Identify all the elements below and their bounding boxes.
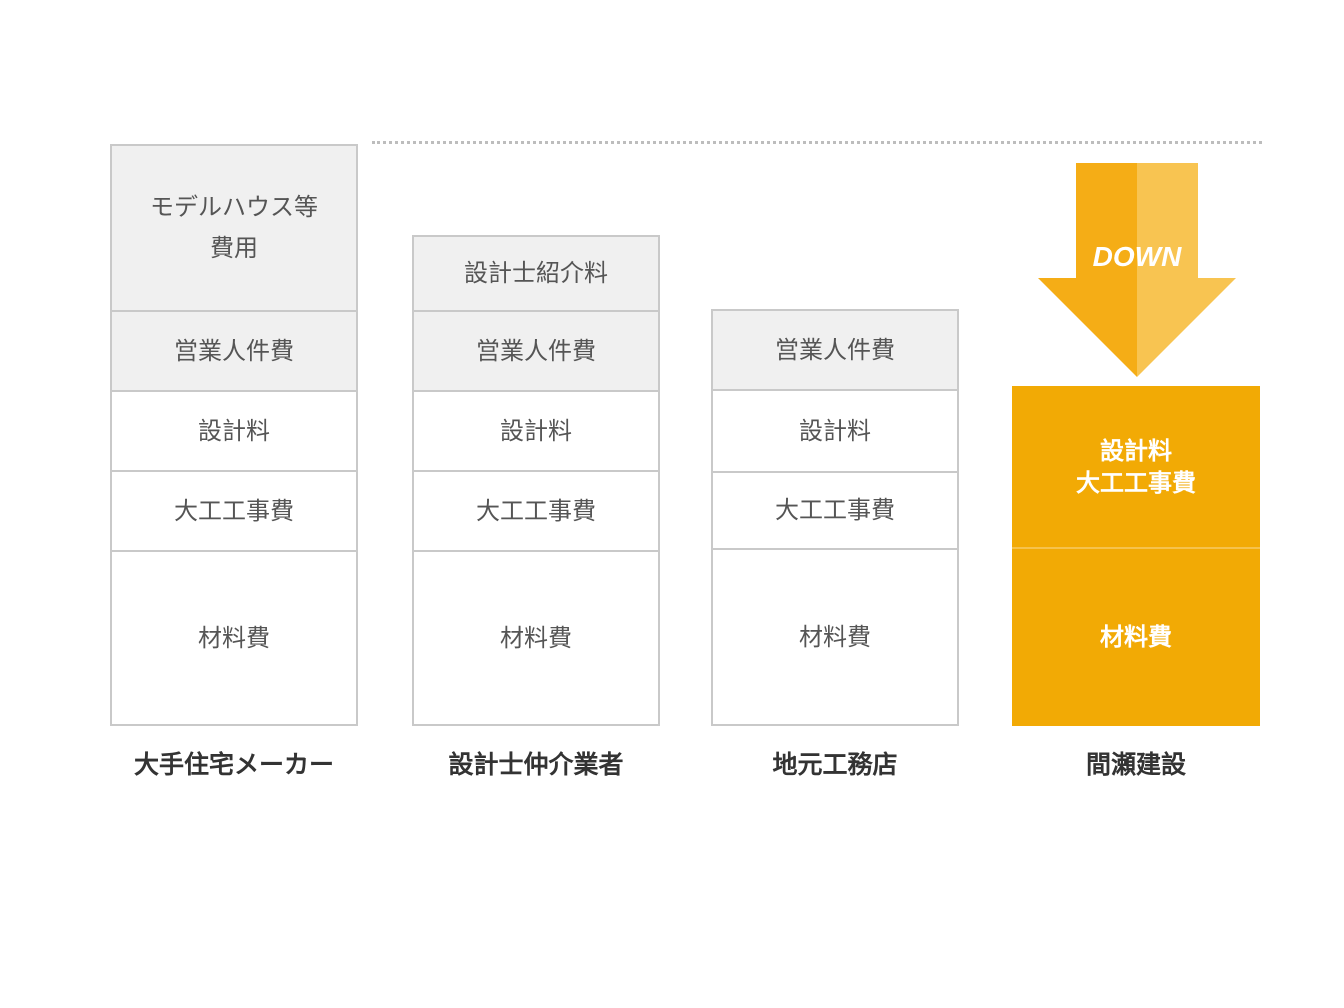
segment-design-and-carpentry: 設計料 大工工事費	[1012, 386, 1260, 548]
segment-carpentry-cost: 大工工事費	[412, 470, 660, 552]
segment-design-fee: 設計料	[711, 389, 959, 473]
segment-label: 営業人件費	[476, 336, 596, 365]
segment-label: 材料費	[500, 623, 572, 652]
segment-label: 設計士紹介料	[464, 259, 608, 288]
segment-sales-personnel-cost: 営業人件費	[711, 309, 959, 391]
down-arrow-icon: DOWN	[1038, 163, 1236, 377]
segment-divider	[1012, 547, 1260, 549]
segment-material-cost: 材料費	[110, 550, 358, 726]
segment-label: 設計料	[799, 416, 871, 445]
stack-mase-construction: 設計料 大工工事費 材料費	[1012, 386, 1260, 726]
caption-designer-broker: 設計士仲介業者	[448, 750, 624, 779]
segment-label: 材料費	[198, 623, 270, 652]
stack-designer-broker: 設計士紹介料 営業人件費 設計料 大工工事費 材料費	[412, 235, 660, 726]
segment-label: 設計料	[198, 416, 270, 445]
segment-label-line2: 費用	[210, 234, 258, 262]
segment-design-fee: 設計料	[412, 390, 660, 472]
segment-design-fee: 設計料	[110, 390, 358, 472]
segment-sales-personnel-cost: 営業人件費	[412, 310, 660, 392]
segment-label: モデルハウス等	[150, 193, 318, 222]
arrow-label: DOWN	[1093, 241, 1182, 272]
segment-carpentry-cost: 大工工事費	[110, 470, 358, 552]
segment-label: 設計料	[1100, 436, 1172, 465]
segment-label-line2: 大工工事費	[1076, 469, 1196, 497]
arrow-dark-half	[1038, 163, 1137, 377]
arrow-light-half	[1137, 163, 1236, 377]
segment-model-house-cost: モデルハウス等 費用	[110, 144, 358, 312]
segment-material-cost: 材料費	[1012, 548, 1260, 726]
segment-label: 営業人件費	[775, 335, 895, 364]
segment-material-cost: 材料費	[412, 550, 660, 726]
segment-label: 大工工事費	[174, 496, 294, 525]
dotted-reference-line	[372, 141, 1262, 144]
stack-major-house-maker: モデルハウス等 費用 営業人件費 設計料 大工工事費 材料費	[110, 144, 358, 726]
caption-mase-construction: 間瀬建設	[1085, 750, 1186, 779]
segment-label: 材料費	[1100, 622, 1172, 651]
caption-major-house-maker: 大手住宅メーカー	[133, 750, 334, 779]
segment-label: 設計料	[500, 416, 572, 445]
caption-local-builder: 地元工務店	[772, 750, 898, 779]
segment-label: 営業人件費	[174, 336, 294, 365]
segment-material-cost: 材料費	[711, 548, 959, 726]
segment-label: 大工工事費	[476, 496, 596, 525]
segment-designer-referral-fee: 設計士紹介料	[412, 235, 660, 312]
segment-carpentry-cost: 大工工事費	[711, 471, 959, 550]
segment-sales-personnel-cost: 営業人件費	[110, 310, 358, 392]
segment-label: 大工工事費	[775, 496, 895, 525]
segment-label: 材料費	[799, 622, 871, 651]
stack-local-builder: 営業人件費 設計料 大工工事費 材料費	[711, 309, 959, 726]
